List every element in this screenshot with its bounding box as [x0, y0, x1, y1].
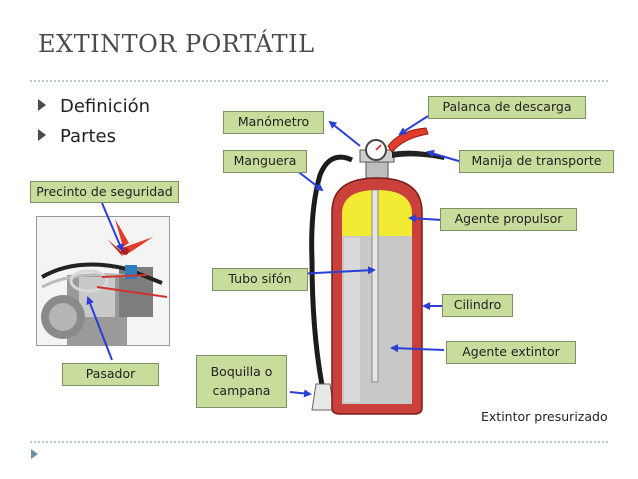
bullet-text: Definición [60, 96, 150, 117]
label-manguera: Manguera [223, 150, 307, 173]
bullet-arrow-icon [38, 129, 46, 141]
label-manija: Manija de transporte [459, 150, 614, 173]
bullet-item-definicion: Definición [38, 92, 150, 122]
nozzle-shape [311, 383, 335, 411]
siphon-tube [371, 189, 379, 383]
label-pasador: Pasador [62, 363, 159, 386]
caption: Extintor presurizado [481, 409, 608, 424]
label-palanca: Palanca de descarga [428, 96, 586, 119]
hose-line [309, 154, 354, 386]
bullet-item-partes: Partes [38, 122, 150, 152]
label-cilindro: Cilindro [442, 294, 513, 317]
footer-divider [30, 441, 608, 443]
safety-seal-illustration [37, 217, 169, 345]
slide-title: EXTINTOR PORTÁTIL [38, 30, 315, 58]
safety-seal-photo [36, 216, 170, 346]
discharge-lever [387, 127, 429, 153]
label-agente-extintor: Agente extintor [446, 341, 576, 364]
valve-neck [365, 159, 389, 179]
label-agente-propulsor: Agente propulsor [440, 208, 577, 231]
bullet-list: Definición Partes [38, 92, 150, 152]
label-precinto: Precinto de seguridad [30, 181, 179, 203]
label-boquilla: Boquilla o campana [196, 355, 287, 408]
bullet-arrow-icon [38, 99, 46, 111]
bullet-text: Partes [60, 126, 116, 147]
footer-triangle-icon [31, 449, 38, 459]
title-divider [30, 80, 608, 82]
label-tubo-sifon: Tubo sifón [212, 268, 308, 291]
label-manometro: Manómetro [223, 111, 324, 134]
